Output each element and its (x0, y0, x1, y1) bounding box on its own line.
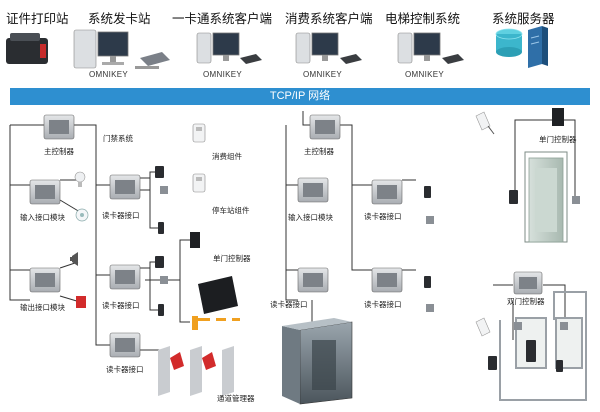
double-door-controller-device (513, 271, 543, 295)
door-lock-icon (426, 216, 434, 312)
siren-speaker-icon (70, 252, 78, 266)
door-frame-icon (524, 151, 568, 243)
barrier-gate-icon (192, 316, 240, 330)
parking-terminal-icon (192, 173, 206, 193)
label-reader-interface-elev-3: 读卡器接口 (364, 300, 402, 309)
database-icon (495, 28, 523, 57)
single-door-controller-left-device (190, 232, 200, 248)
door-lock-icon (572, 196, 580, 204)
door-lock-icon (160, 186, 168, 284)
label-single-door-controller-left: 单门控制器 (213, 254, 251, 263)
dome-camera-icon (74, 171, 86, 187)
card-reader-small-icon (509, 190, 518, 204)
reader-interface-2-device (109, 264, 141, 290)
input-interface-module-device (29, 179, 61, 205)
card-reader-small-icon (488, 340, 563, 372)
label-elevator-system: 电梯控制系统 (385, 12, 461, 26)
alarm-button-icon (76, 296, 86, 308)
tcp-ip-network-bar: TCP/IP 网络 (10, 88, 590, 105)
label-output-module: 输出接口模块 (20, 303, 65, 312)
exit-button-icon (475, 317, 491, 337)
reader-interface-elevator-3-device (371, 267, 403, 293)
card-issue-workstation-icon (73, 29, 170, 69)
label-card-issue-station: 系统发卡站 (88, 12, 151, 26)
label-double-door-controller: 双门控制器 (507, 297, 545, 306)
smoke-detector-icon (75, 208, 89, 222)
omnikey-label-1: OMNIKEY (89, 70, 128, 79)
reader-interface-3-device (109, 332, 141, 358)
label-reader-interface-elev-1: 读卡器接口 (270, 300, 308, 309)
elevator-client-workstation-icon (397, 32, 464, 64)
id-card-printer-icon (6, 33, 48, 64)
label-consume-client: 消费系统客户端 (285, 12, 373, 26)
reader-interface-elevator-1-device (297, 267, 329, 293)
label-reader-interface-2: 读卡器接口 (102, 301, 140, 310)
label-id-print-station: 证件打印站 (6, 12, 69, 26)
door-lock-icon (514, 322, 568, 330)
input-interface-module-elevator-device (297, 177, 329, 203)
label-input-module: 输入接口模块 (20, 213, 65, 222)
label-single-door-controller-right: 单门控制器 (539, 135, 577, 144)
omnikey-label-2: OMNIKEY (203, 70, 242, 79)
main-controller-elevator-device (309, 114, 341, 140)
label-channel-manager: 通道管理器 (217, 394, 255, 403)
single-door-controller-right-device (552, 108, 564, 126)
turnstile-gate-icon (158, 346, 234, 396)
label-reader-interface-elev-2: 读卡器接口 (364, 212, 402, 221)
label-system-server: 系统服务器 (492, 12, 555, 26)
label-consume-component: 消费组件 (212, 152, 242, 161)
label-reader-interface-1: 读卡器接口 (102, 211, 140, 220)
consume-terminal-icon (192, 123, 206, 143)
exit-button-icon (475, 111, 495, 135)
label-reader-interface-3: 读卡器接口 (106, 365, 144, 374)
card-reader-small-icon (155, 166, 164, 316)
left-section-wiring (9, 124, 190, 351)
card-reader-small-icon (424, 186, 431, 288)
server-tower-icon (528, 26, 548, 68)
main-controller-left-device (43, 114, 75, 140)
label-main-controller-elevator: 主控制器 (304, 147, 334, 156)
reader-interface-elevator-2-device (371, 179, 403, 205)
label-main-controller-left: 主控制器 (44, 147, 74, 156)
omnikey-label-3: OMNIKEY (303, 70, 342, 79)
one-card-client-workstation-icon (196, 32, 262, 64)
omnikey-label-4: OMNIKEY (405, 70, 444, 79)
elevator-section-wiring (285, 111, 416, 330)
consume-client-workstation-icon (295, 32, 362, 64)
label-access-system: 门禁系统 (103, 134, 133, 143)
elevator-car-icon (282, 318, 353, 405)
label-input-module-elevator: 输入接口模块 (288, 213, 333, 222)
label-one-card-client: 一卡通系统客户端 (172, 12, 273, 26)
long-range-reader-icon (198, 276, 238, 314)
output-interface-module-device (29, 267, 61, 293)
reader-interface-1-device (109, 174, 141, 200)
label-parking-component: 停车站组件 (212, 206, 250, 215)
